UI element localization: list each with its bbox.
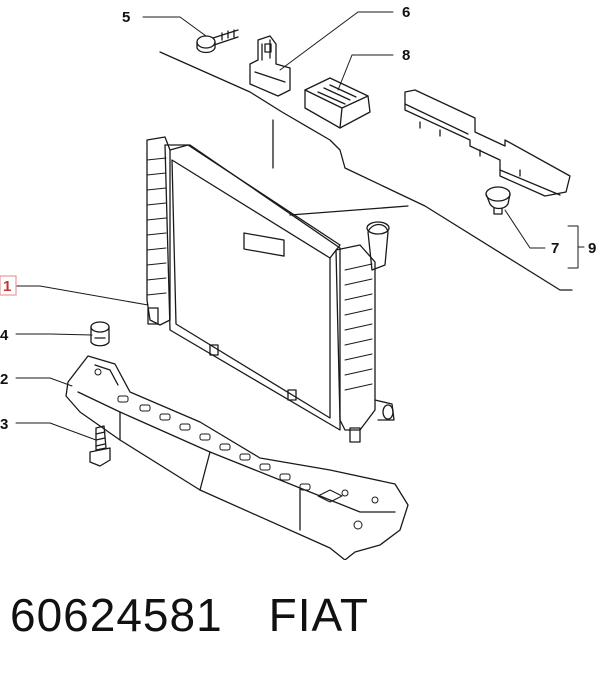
part-caption: 60624581 FIAT xyxy=(10,588,369,642)
parts-diagram: 1 2 3 4 5 6 7 8 9 xyxy=(0,4,596,560)
callout-8: 8 xyxy=(402,47,410,64)
bolt-part-5 xyxy=(196,29,239,54)
callout-5: 5 xyxy=(122,9,130,26)
bushing-part-4 xyxy=(90,321,110,347)
clip-part-8 xyxy=(304,77,371,129)
callout-6: 6 xyxy=(402,4,410,21)
part-number: 60624581 xyxy=(10,589,223,641)
brand-name: FIAT xyxy=(268,589,369,641)
leader-lines xyxy=(15,11,585,441)
callout-3: 3 xyxy=(0,416,8,433)
screw-part-3 xyxy=(89,425,111,467)
crossmember-part-2 xyxy=(65,355,409,560)
callout-4: 4 xyxy=(0,327,9,344)
bracket-part-6 xyxy=(249,35,291,97)
callout-1-highlight-box xyxy=(0,275,17,296)
grommet-part-7 xyxy=(485,186,511,215)
callout-1: 1 xyxy=(3,278,11,295)
reference-lines xyxy=(159,51,573,291)
callout-9: 9 xyxy=(588,240,596,257)
seal-strip-part-9 xyxy=(404,89,571,197)
radiator xyxy=(146,136,395,443)
callout-7: 7 xyxy=(551,240,559,257)
callout-2: 2 xyxy=(0,371,8,388)
